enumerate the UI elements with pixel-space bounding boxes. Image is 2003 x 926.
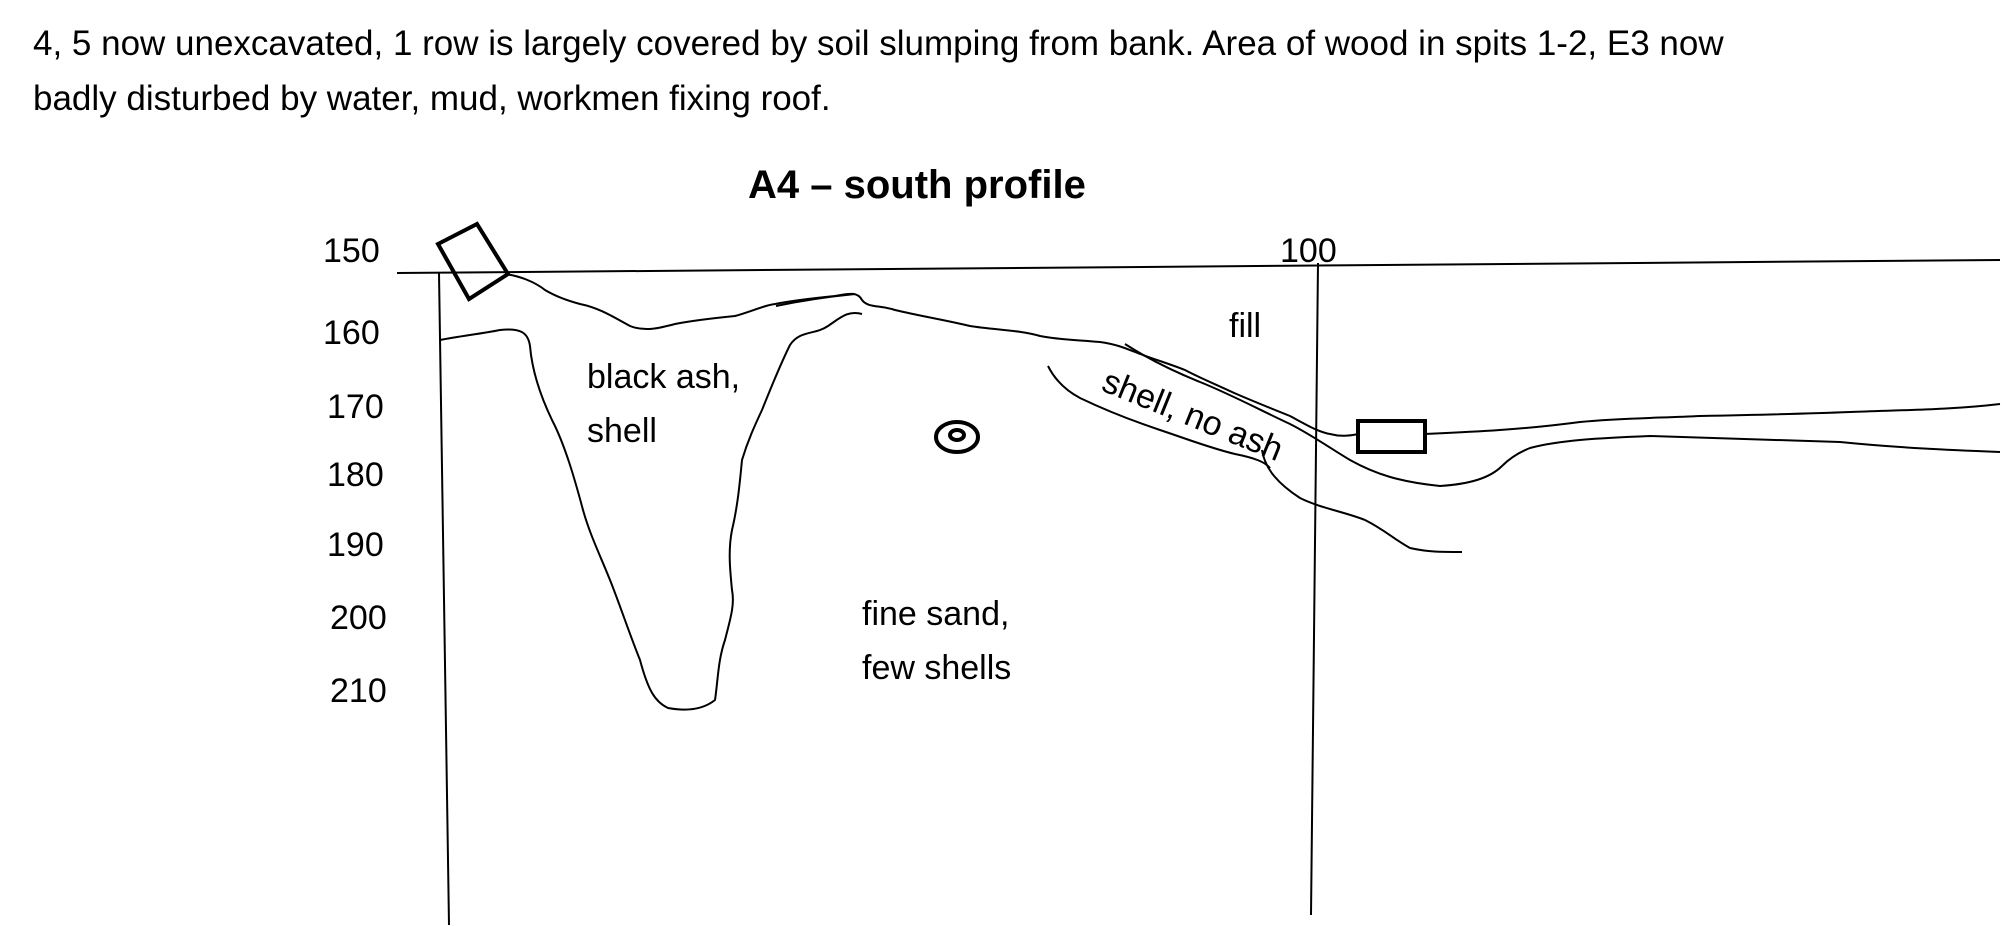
black-ash-label-line2: shell	[587, 412, 657, 450]
left-grid-line	[438, 272, 450, 926]
column-label-100: 100	[1280, 232, 1337, 270]
datum-line	[396, 259, 2001, 274]
depth-label-210: 210	[330, 672, 387, 710]
shell-layer-upper-boundary	[1124, 343, 2001, 488]
surface-line-right	[1424, 403, 2001, 435]
depth-label-150: 150	[323, 232, 380, 270]
fine-sand-label-line1: fine sand,	[862, 595, 1009, 633]
depth-scale: 150 160 170 180 190 200 210	[323, 232, 387, 710]
depth-label-200: 200	[330, 599, 387, 637]
field-note-text: 4, 5 now unexcavated, 1 row is largely c…	[33, 16, 1973, 126]
diagram-title: A4 – south profile	[748, 163, 1086, 207]
depth-label-170: 170	[327, 388, 384, 426]
fine-sand-label-line2: few shells	[862, 649, 1011, 687]
shell-layer-lower-boundary	[1047, 365, 1271, 469]
depth-label-180: 180	[327, 456, 384, 494]
depth-label-160: 160	[323, 314, 380, 352]
datum-marker-diamond	[435, 221, 511, 302]
ground-surface-line	[504, 273, 1361, 437]
black-ash-pit-outline	[439, 312, 863, 711]
black-ash-label-line1: black ash,	[587, 358, 740, 396]
shell-find-marker	[934, 420, 980, 454]
fill-label: fill	[1229, 307, 1261, 345]
lower-sand-boundary	[1261, 449, 1463, 553]
field-note-line-2: badly disturbed by water, mud, workmen f…	[33, 79, 831, 118]
depth-label-190: 190	[327, 526, 384, 564]
grid-line-100	[1310, 262, 1319, 916]
datum-marker-rect	[1356, 419, 1427, 454]
field-note-line-1: 4, 5 now unexcavated, 1 row is largely c…	[33, 24, 1724, 63]
ash-pit-upper-contour	[775, 293, 856, 307]
